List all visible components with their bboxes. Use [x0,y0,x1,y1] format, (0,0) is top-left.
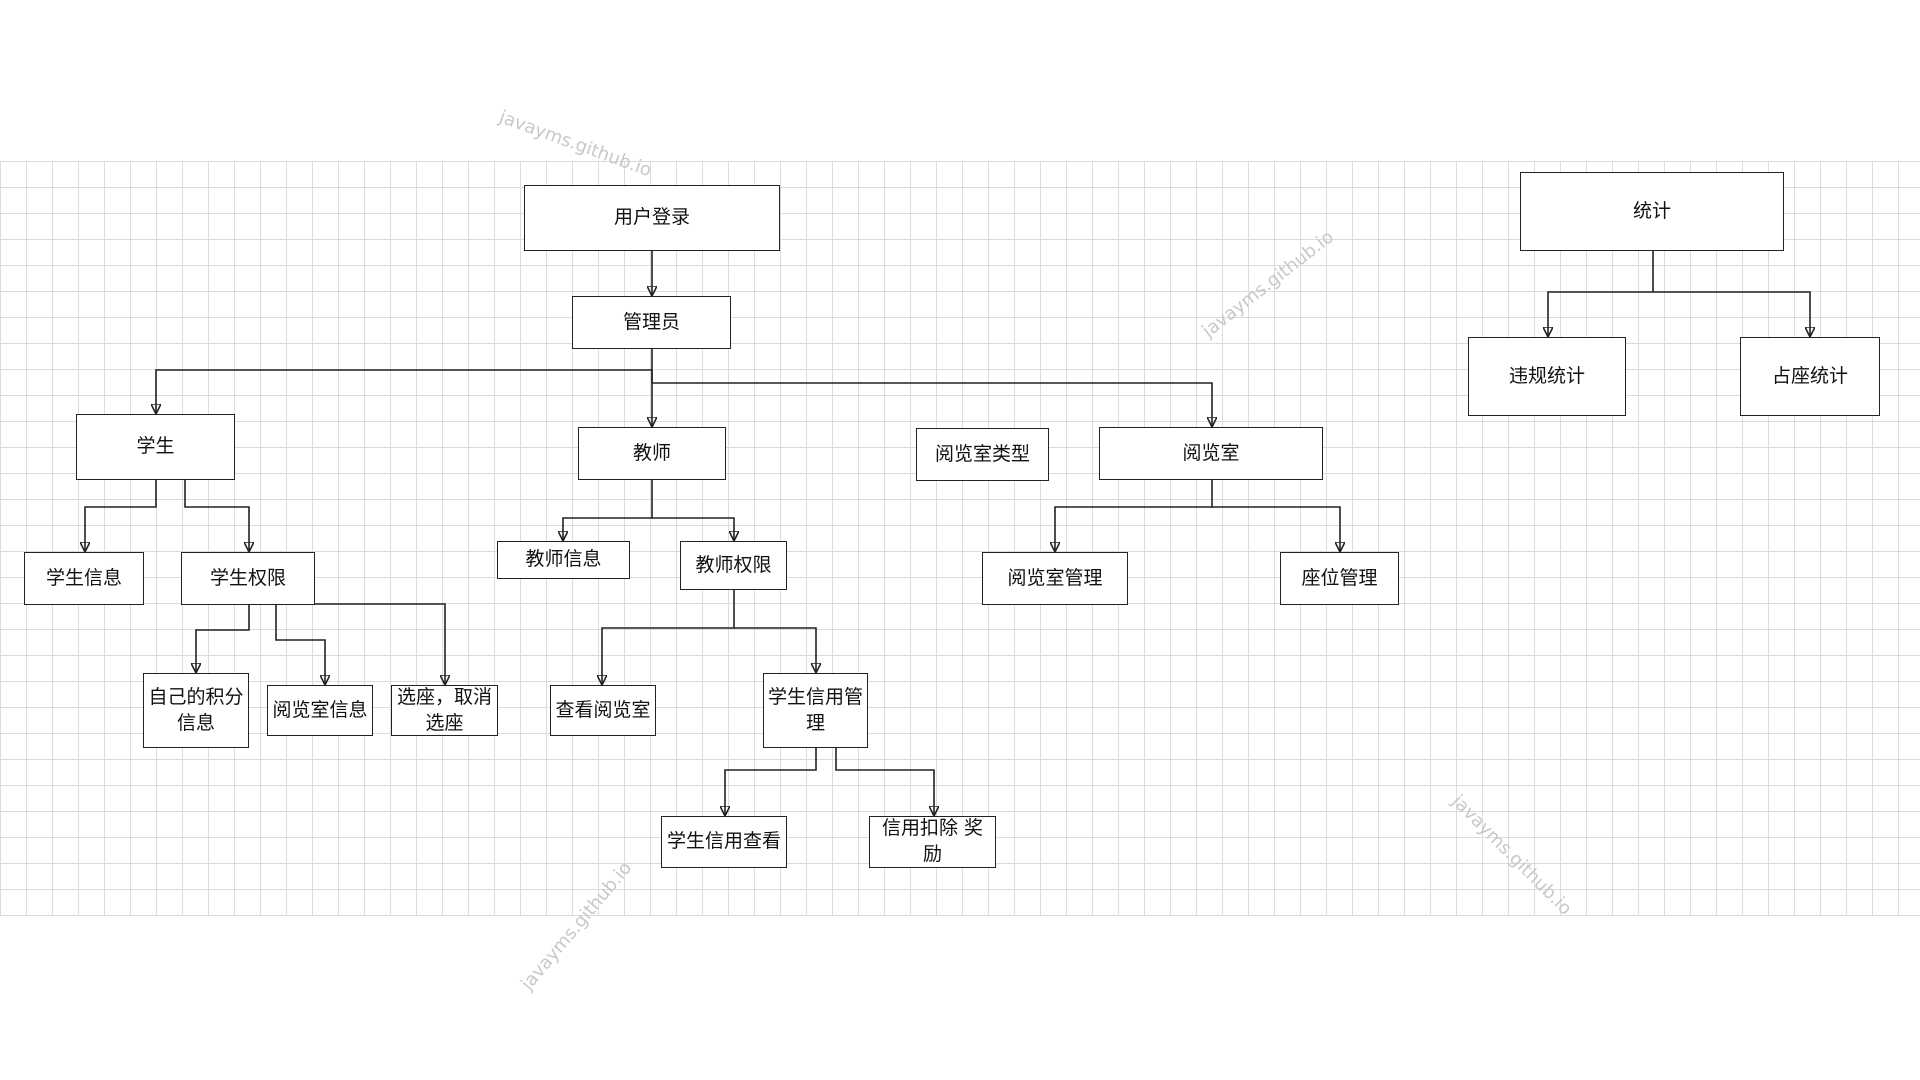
edge-teacher-teacher-info [563,480,653,540]
edge-permission-select-seat [313,603,445,684]
edge-admin-student [156,349,653,413]
edge-credit-deduct [835,748,934,815]
node-reading-room-info: 阅览室信息 [267,685,373,736]
node-reading-room: 阅览室 [1099,427,1323,480]
edge-student-student-info [85,480,157,551]
node-teacher-permission: 教师权限 [680,541,787,590]
node-student: 学生 [76,414,235,480]
node-student-credit-mgmt: 学生信用管理 [763,673,868,748]
edge-stats-violation [1548,251,1654,336]
node-student-info: 学生信息 [24,552,144,605]
node-own-points-info: 自己的积分信息 [143,673,249,748]
node-student-permission: 学生权限 [181,552,315,605]
node-select-cancel-seat: 选座，取消选座 [391,685,498,736]
node-violation-stats: 违规统计 [1468,337,1626,416]
node-reading-room-type: 阅览室类型 [916,428,1049,481]
edge-tperm-view-room [602,590,735,684]
node-seat-mgmt: 座位管理 [1280,552,1399,605]
node-statistics: 统计 [1520,172,1784,251]
edge-student-student-permission [184,480,249,551]
node-credit-deduct-reward: 信用扣除 奖励 [869,816,996,868]
edge-room-seat-mgmt [1212,506,1340,551]
edge-permission-points [196,604,250,672]
grid-background [0,161,1920,916]
edge-teacher-teacher-permission [652,517,734,540]
node-teacher: 教师 [578,427,726,480]
edge-room-room-mgmt [1055,480,1213,551]
node-admin: 管理员 [572,296,731,349]
node-user-login: 用户登录 [524,185,780,251]
edge-stats-occupancy [1653,291,1810,336]
edge-permission-room-info [275,604,325,684]
edge-tperm-credit-mgmt [734,627,816,672]
node-occupancy-stats: 占座统计 [1740,337,1880,416]
node-reading-room-mgmt: 阅览室管理 [982,552,1128,605]
edge-admin-reading-room [651,370,1212,426]
edge-credit-view [725,748,817,815]
node-teacher-info: 教师信息 [497,541,630,579]
node-view-reading-room: 查看阅览室 [550,685,656,736]
node-student-credit-view: 学生信用查看 [661,816,787,868]
